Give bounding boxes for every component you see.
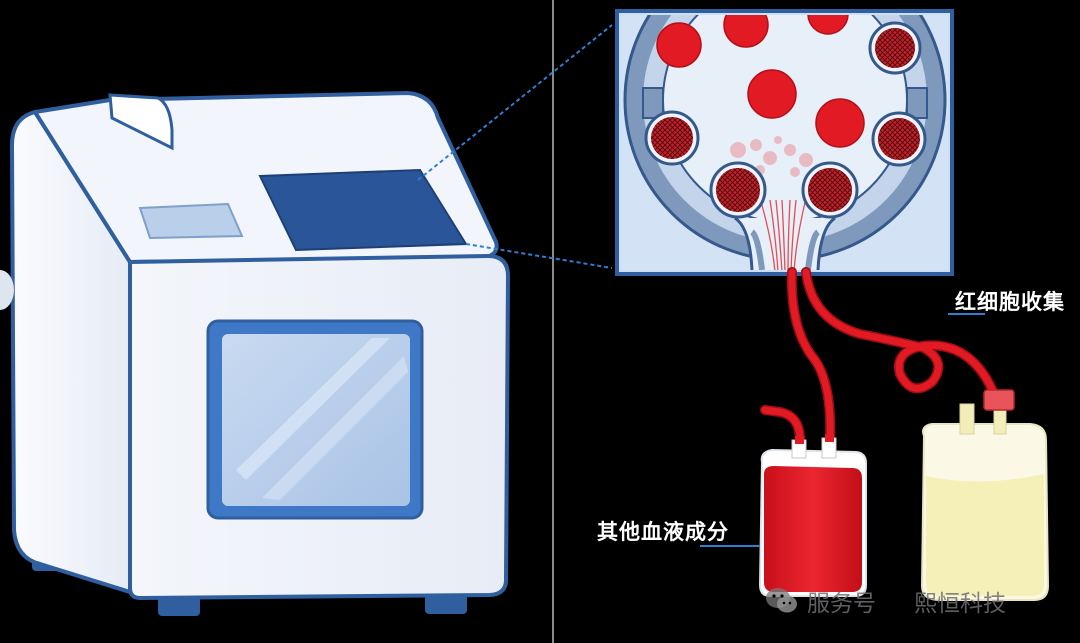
edge-highlight (0, 270, 14, 310)
machine-button-panel (138, 202, 244, 240)
watermark-right-text: 熙恒科技 (914, 591, 1006, 617)
wechat-icon (766, 588, 797, 613)
callout-line (417, 24, 613, 181)
label-other-blood-components: 其他血液成分 (597, 520, 729, 544)
blood-tubes (760, 267, 1000, 445)
label-red-cell-collection: 红细胞收集 (955, 290, 1065, 314)
centrifuge-machine (10, 91, 510, 616)
watermark: 服务号 熙恒科技 (765, 584, 1006, 618)
callout-line (465, 243, 613, 269)
machine-lid (108, 93, 174, 151)
window-reflection (236, 338, 390, 480)
filter-pods (644, 21, 927, 219)
window-reflection (262, 356, 408, 500)
watermark-left-text: 服务号 (807, 591, 876, 617)
machine-side-panel (10, 110, 132, 594)
filter-zoom-view (615, 9, 954, 276)
red-blood-cells (656, 15, 865, 148)
machine-window-glass (222, 334, 410, 506)
red-cell-bag (758, 434, 867, 597)
plasma-bag (920, 389, 1050, 601)
